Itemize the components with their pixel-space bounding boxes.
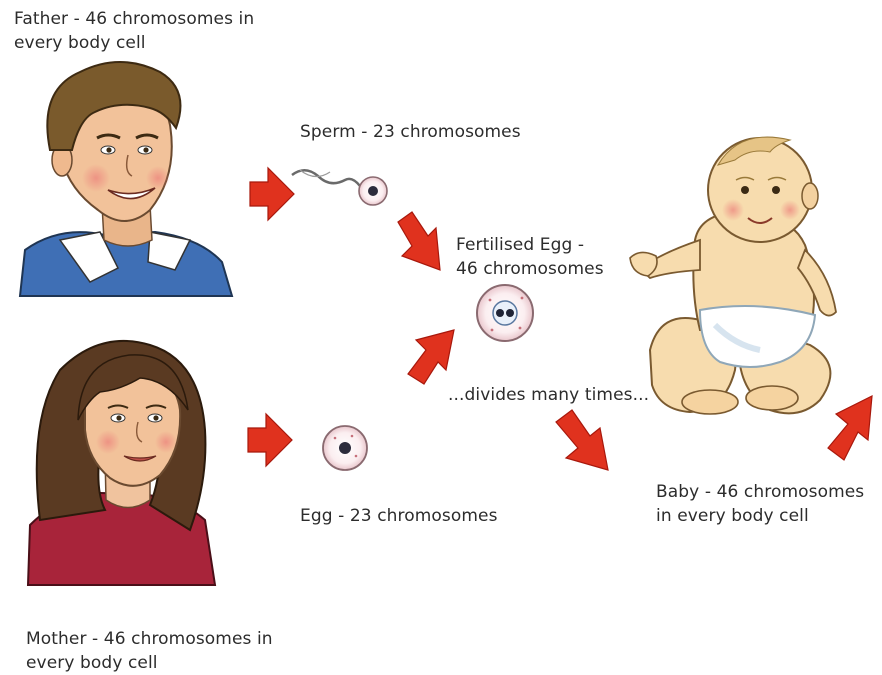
sperm-cell bbox=[292, 170, 387, 205]
arrow-baby-caption-to-baby bbox=[828, 396, 872, 460]
arrow-mother-to-egg bbox=[248, 414, 292, 466]
arrow-egg-to-fertilised-egg bbox=[408, 330, 454, 384]
baby-figure bbox=[630, 137, 836, 414]
fertilised-egg-cell bbox=[477, 285, 533, 341]
egg-cell bbox=[323, 426, 367, 470]
father-figure bbox=[20, 62, 232, 296]
arrow-divides-to-baby-caption bbox=[556, 410, 608, 470]
arrow-sperm-to-fertilised-egg bbox=[398, 212, 440, 270]
arrow-father-to-sperm bbox=[250, 168, 294, 220]
mother-figure bbox=[28, 341, 215, 585]
